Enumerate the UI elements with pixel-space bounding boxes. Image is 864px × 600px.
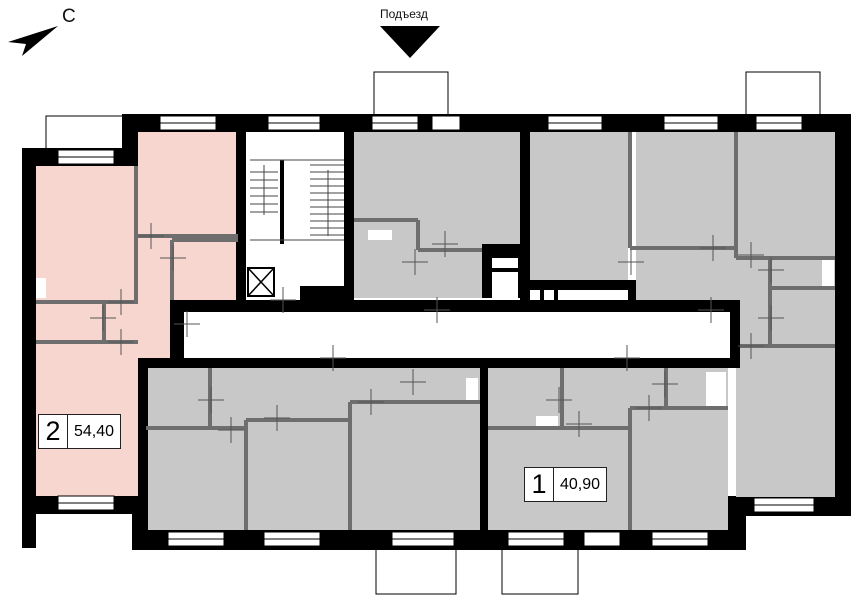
entrance-label: Подъезд: [380, 7, 428, 21]
balconies: [45, 71, 821, 595]
north-label: С: [62, 6, 76, 27]
corridor: [170, 300, 740, 368]
lower-thin-walls: [146, 368, 728, 530]
window-lines: [58, 122, 814, 540]
lower-partitions: [138, 358, 488, 530]
north-arrow-icon: [8, 26, 58, 56]
lower-rooms: [146, 368, 728, 530]
apartment-number: 1: [525, 468, 554, 501]
stairwell: [236, 132, 354, 302]
door-markers: [90, 223, 784, 443]
apartment-area: 40,90: [560, 475, 601, 493]
entrance-triangle-icon: [380, 26, 440, 58]
storage-unit: [36, 278, 46, 298]
lower-aux-blocks: [466, 372, 726, 426]
apartment-2-tag[interactable]: 2 54,40: [38, 414, 122, 449]
apartment-1-tag[interactable]: 1 40,90: [524, 467, 608, 502]
apartment-area: 54,40: [74, 422, 115, 440]
upper-aux-blocks: [368, 230, 834, 302]
apartment-number: 2: [39, 415, 68, 448]
